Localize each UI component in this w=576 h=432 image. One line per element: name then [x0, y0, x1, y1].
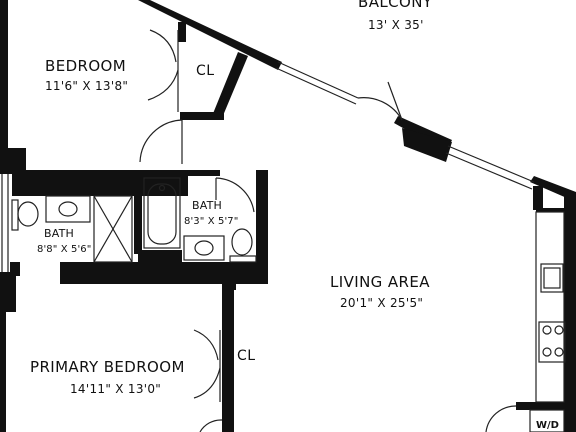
laundry-wall — [516, 402, 564, 410]
shower — [93, 195, 133, 263]
window-line — [275, 67, 357, 105]
bath-door-swing — [215, 177, 255, 213]
window-line — [447, 145, 535, 183]
left-bath-sink-counter — [45, 195, 91, 223]
bathtub-drain — [158, 184, 166, 192]
primary-closet-wall — [222, 278, 234, 432]
entry-door-swing — [485, 405, 517, 432]
closet-door-swing — [149, 29, 177, 63]
window-line — [277, 61, 359, 99]
right-wall — [564, 196, 576, 432]
closet-wall-bottom — [180, 112, 224, 120]
left-wall-lower — [0, 272, 16, 312]
primary-door-swing — [199, 419, 223, 432]
burner — [542, 325, 552, 335]
washer-dryer — [529, 409, 565, 432]
left-toilet-bowl — [17, 201, 39, 227]
bath-divider-wall — [134, 172, 142, 254]
left-toilet-tank — [11, 199, 19, 231]
burner — [554, 347, 564, 357]
bathtub-inner — [147, 183, 177, 245]
bath-top-wall-right — [186, 170, 220, 176]
laundry-label: W/D — [536, 420, 559, 431]
kitchen-sink — [540, 263, 564, 293]
balcony-dims: 13' X 35' — [368, 18, 424, 32]
balcony-label: BALCONY — [358, 0, 433, 11]
diagonal-wall-lower — [530, 176, 576, 202]
burner — [542, 347, 552, 357]
left-bath-label: BATH — [44, 227, 75, 240]
left-wall-bottom — [0, 312, 6, 432]
primary-closet-top — [222, 278, 236, 290]
closet-wall-top — [178, 22, 186, 42]
thin-lines — [1, 29, 566, 432]
right-toilet-bowl — [231, 228, 253, 256]
shower-x — [93, 195, 133, 263]
left-wall-block — [0, 148, 26, 174]
right-toilet-tank — [229, 255, 257, 263]
balcony-door-swing — [357, 97, 403, 121]
stove — [538, 321, 566, 363]
bedroom-label: BEDROOM — [45, 57, 127, 75]
bath-bottom-wall — [138, 250, 182, 264]
primary-closet-label: CL — [237, 348, 256, 364]
right-bath-dims: 8'3" X 5'7" — [184, 216, 239, 227]
left-bath-dims: 8'8" X 5'6" — [37, 244, 92, 255]
right-wall-top — [533, 186, 543, 210]
left-wall-top — [0, 0, 8, 150]
primary-closet-door-swing — [193, 329, 219, 361]
living-dims: 20'1" X 25'5" — [340, 296, 424, 310]
burner — [554, 325, 564, 335]
bedroom-closet-label: CL — [196, 63, 215, 79]
hall-wall — [60, 262, 268, 284]
window-line — [445, 152, 533, 190]
closet-wall-diagonal — [212, 52, 248, 118]
left-bath-sink — [58, 201, 78, 217]
bath-right-wall — [256, 170, 268, 266]
bath-top-wall — [12, 170, 188, 196]
balcony-door — [387, 81, 403, 121]
right-bath-sink — [194, 240, 214, 256]
wall-block — [402, 128, 452, 162]
primary-bedroom-label: PRIMARY BEDROOM — [30, 358, 185, 376]
diagonal-wall-upper — [138, 0, 282, 70]
bedroom-dims: 11'6" X 13'8" — [45, 79, 129, 93]
primary-bedroom-dims: 14'11" X 13'0" — [70, 382, 162, 396]
closet-door-swing — [147, 69, 179, 101]
living-label: LIVING AREA — [330, 273, 430, 291]
right-bath-sink-counter — [183, 235, 225, 261]
bedroom-door-swing — [139, 119, 183, 163]
kitchen-counter — [535, 211, 565, 403]
primary-closet-door-swing — [193, 367, 221, 399]
hall-wall-left — [10, 262, 20, 276]
right-bath-label: BATH — [192, 199, 223, 212]
bathtub — [143, 177, 181, 249]
kitchen-sink-basin — [543, 267, 561, 289]
kitchen-cabinet-top — [536, 208, 576, 212]
